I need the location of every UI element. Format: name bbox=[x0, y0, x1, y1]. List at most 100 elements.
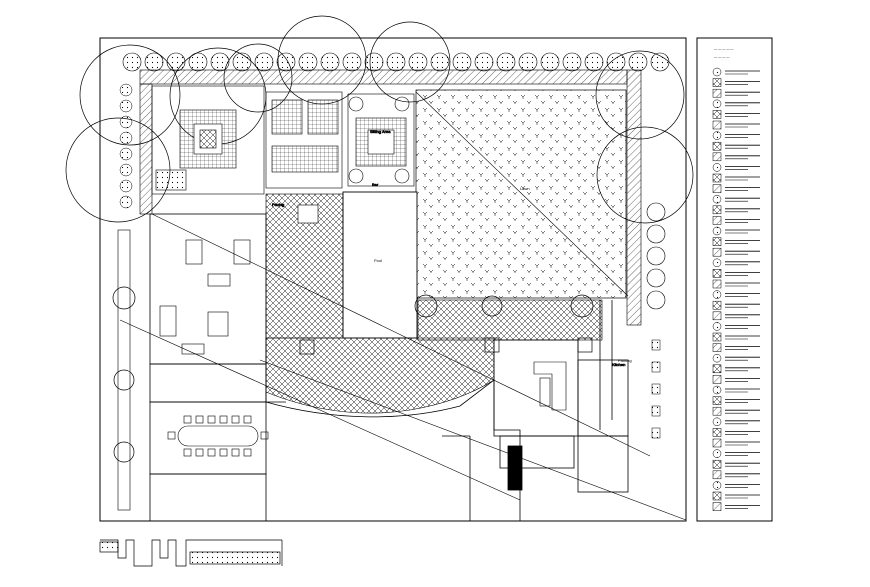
legend-symbol bbox=[712, 163, 722, 172]
legend-symbol bbox=[712, 364, 722, 374]
hedge-tree bbox=[540, 52, 560, 72]
legend-symbol bbox=[712, 449, 722, 458]
legend-symbol bbox=[712, 247, 722, 257]
hedge-tree bbox=[298, 52, 318, 72]
legend-symbol bbox=[712, 184, 722, 193]
legend-symbol bbox=[712, 194, 722, 204]
hedge-tree bbox=[562, 52, 582, 72]
hedge-shrub bbox=[119, 83, 133, 97]
legend-symbol bbox=[712, 428, 722, 437]
dining-chair bbox=[167, 431, 176, 440]
hedge-tree bbox=[518, 52, 538, 72]
hedge-shrub bbox=[119, 179, 133, 193]
legend-symbol bbox=[712, 375, 722, 384]
hedge-tree bbox=[646, 224, 666, 244]
garden-court-middle bbox=[265, 91, 343, 189]
hedge-tree bbox=[254, 52, 274, 72]
dining-chair bbox=[183, 415, 192, 424]
legend-symbol bbox=[712, 67, 722, 77]
terrace-trees bbox=[112, 286, 594, 463]
hedge-shrub bbox=[119, 131, 133, 145]
hedge-tree bbox=[646, 290, 666, 310]
living-furniture bbox=[159, 239, 251, 355]
legend-symbol bbox=[712, 300, 722, 310]
legend-symbol bbox=[712, 438, 722, 448]
hedge-shrub bbox=[119, 99, 133, 113]
hedge-tree bbox=[452, 52, 472, 72]
paving-terrace: Paving bbox=[265, 193, 603, 414]
sight-lines bbox=[119, 91, 687, 521]
legend-symbol bbox=[712, 110, 722, 119]
hedge-tree bbox=[408, 52, 428, 72]
legend-symbol bbox=[712, 120, 722, 130]
legend-symbol bbox=[712, 131, 722, 140]
legend-panel: — — — — — — — — — bbox=[696, 37, 773, 522]
hedge-tree bbox=[144, 52, 164, 72]
hedge-tree bbox=[606, 52, 626, 72]
legend-symbol bbox=[712, 343, 722, 352]
planter-box bbox=[651, 383, 661, 395]
dining-chair bbox=[219, 448, 228, 457]
legend-symbol bbox=[712, 269, 722, 278]
hedge-tree bbox=[474, 52, 494, 72]
hedge-row-left bbox=[119, 83, 133, 209]
legend-symbol bbox=[712, 141, 722, 151]
hedge-tree bbox=[320, 52, 340, 72]
legend-symbol bbox=[712, 491, 722, 501]
legend-symbol bbox=[712, 88, 722, 98]
legend-symbol bbox=[712, 406, 722, 416]
hedge-tree bbox=[430, 52, 450, 72]
hedge-tree bbox=[364, 52, 384, 72]
dining-chair bbox=[183, 448, 192, 457]
sitting-area: Sitting Area bbox=[347, 93, 415, 187]
legend-symbol bbox=[712, 237, 722, 246]
legend-symbol bbox=[712, 322, 722, 331]
legend-symbol bbox=[712, 396, 722, 405]
legend-symbol bbox=[712, 216, 722, 225]
dining-table bbox=[167, 415, 269, 457]
hedge-tree bbox=[646, 246, 666, 266]
bar-label: Bar bbox=[372, 182, 379, 187]
dining-chair bbox=[243, 415, 252, 424]
hedge-tree bbox=[496, 52, 516, 72]
legend-symbol bbox=[712, 78, 722, 87]
legend-symbol bbox=[712, 385, 722, 395]
dining-chair bbox=[231, 415, 240, 424]
hedge-tree bbox=[122, 52, 142, 72]
legend-symbol bbox=[712, 279, 722, 289]
planter-box bbox=[651, 339, 661, 351]
section-strip bbox=[99, 539, 283, 567]
legend-header-2: — — — — bbox=[714, 55, 730, 59]
legend-symbol bbox=[712, 332, 722, 342]
kitchen: Kitchen Bar bbox=[372, 182, 626, 411]
hedge-tree bbox=[166, 52, 186, 72]
dining-chair bbox=[195, 415, 204, 424]
planter-box bbox=[651, 405, 661, 417]
pool-label: Pool bbox=[374, 258, 382, 263]
hedge-tree bbox=[646, 202, 666, 222]
dining-chair bbox=[219, 415, 228, 424]
legend-symbol bbox=[712, 481, 722, 490]
hedge-row-right bbox=[646, 202, 666, 439]
legend-symbol bbox=[712, 205, 722, 215]
legend-symbol bbox=[712, 99, 722, 109]
legend-symbol bbox=[712, 459, 722, 469]
lawn: Lawn bbox=[415, 89, 627, 299]
kitchen-label: Kitchen bbox=[612, 362, 625, 367]
dining-chair bbox=[207, 448, 216, 457]
dining-chair bbox=[207, 415, 216, 424]
legend-symbol bbox=[712, 470, 722, 480]
dining-chair bbox=[243, 448, 252, 457]
hedge-tree bbox=[188, 52, 208, 72]
legend-symbol bbox=[712, 173, 722, 183]
legend-symbol bbox=[712, 311, 722, 321]
driveway-label: Parking bbox=[618, 358, 632, 363]
hedge-shrub bbox=[119, 147, 133, 161]
legend-symbol bbox=[712, 226, 722, 236]
lawn-label: Lawn bbox=[520, 186, 530, 191]
planter-box bbox=[651, 427, 661, 439]
planter-box bbox=[651, 361, 661, 373]
pool: Pool bbox=[342, 191, 418, 339]
hedge-tree bbox=[646, 268, 666, 288]
